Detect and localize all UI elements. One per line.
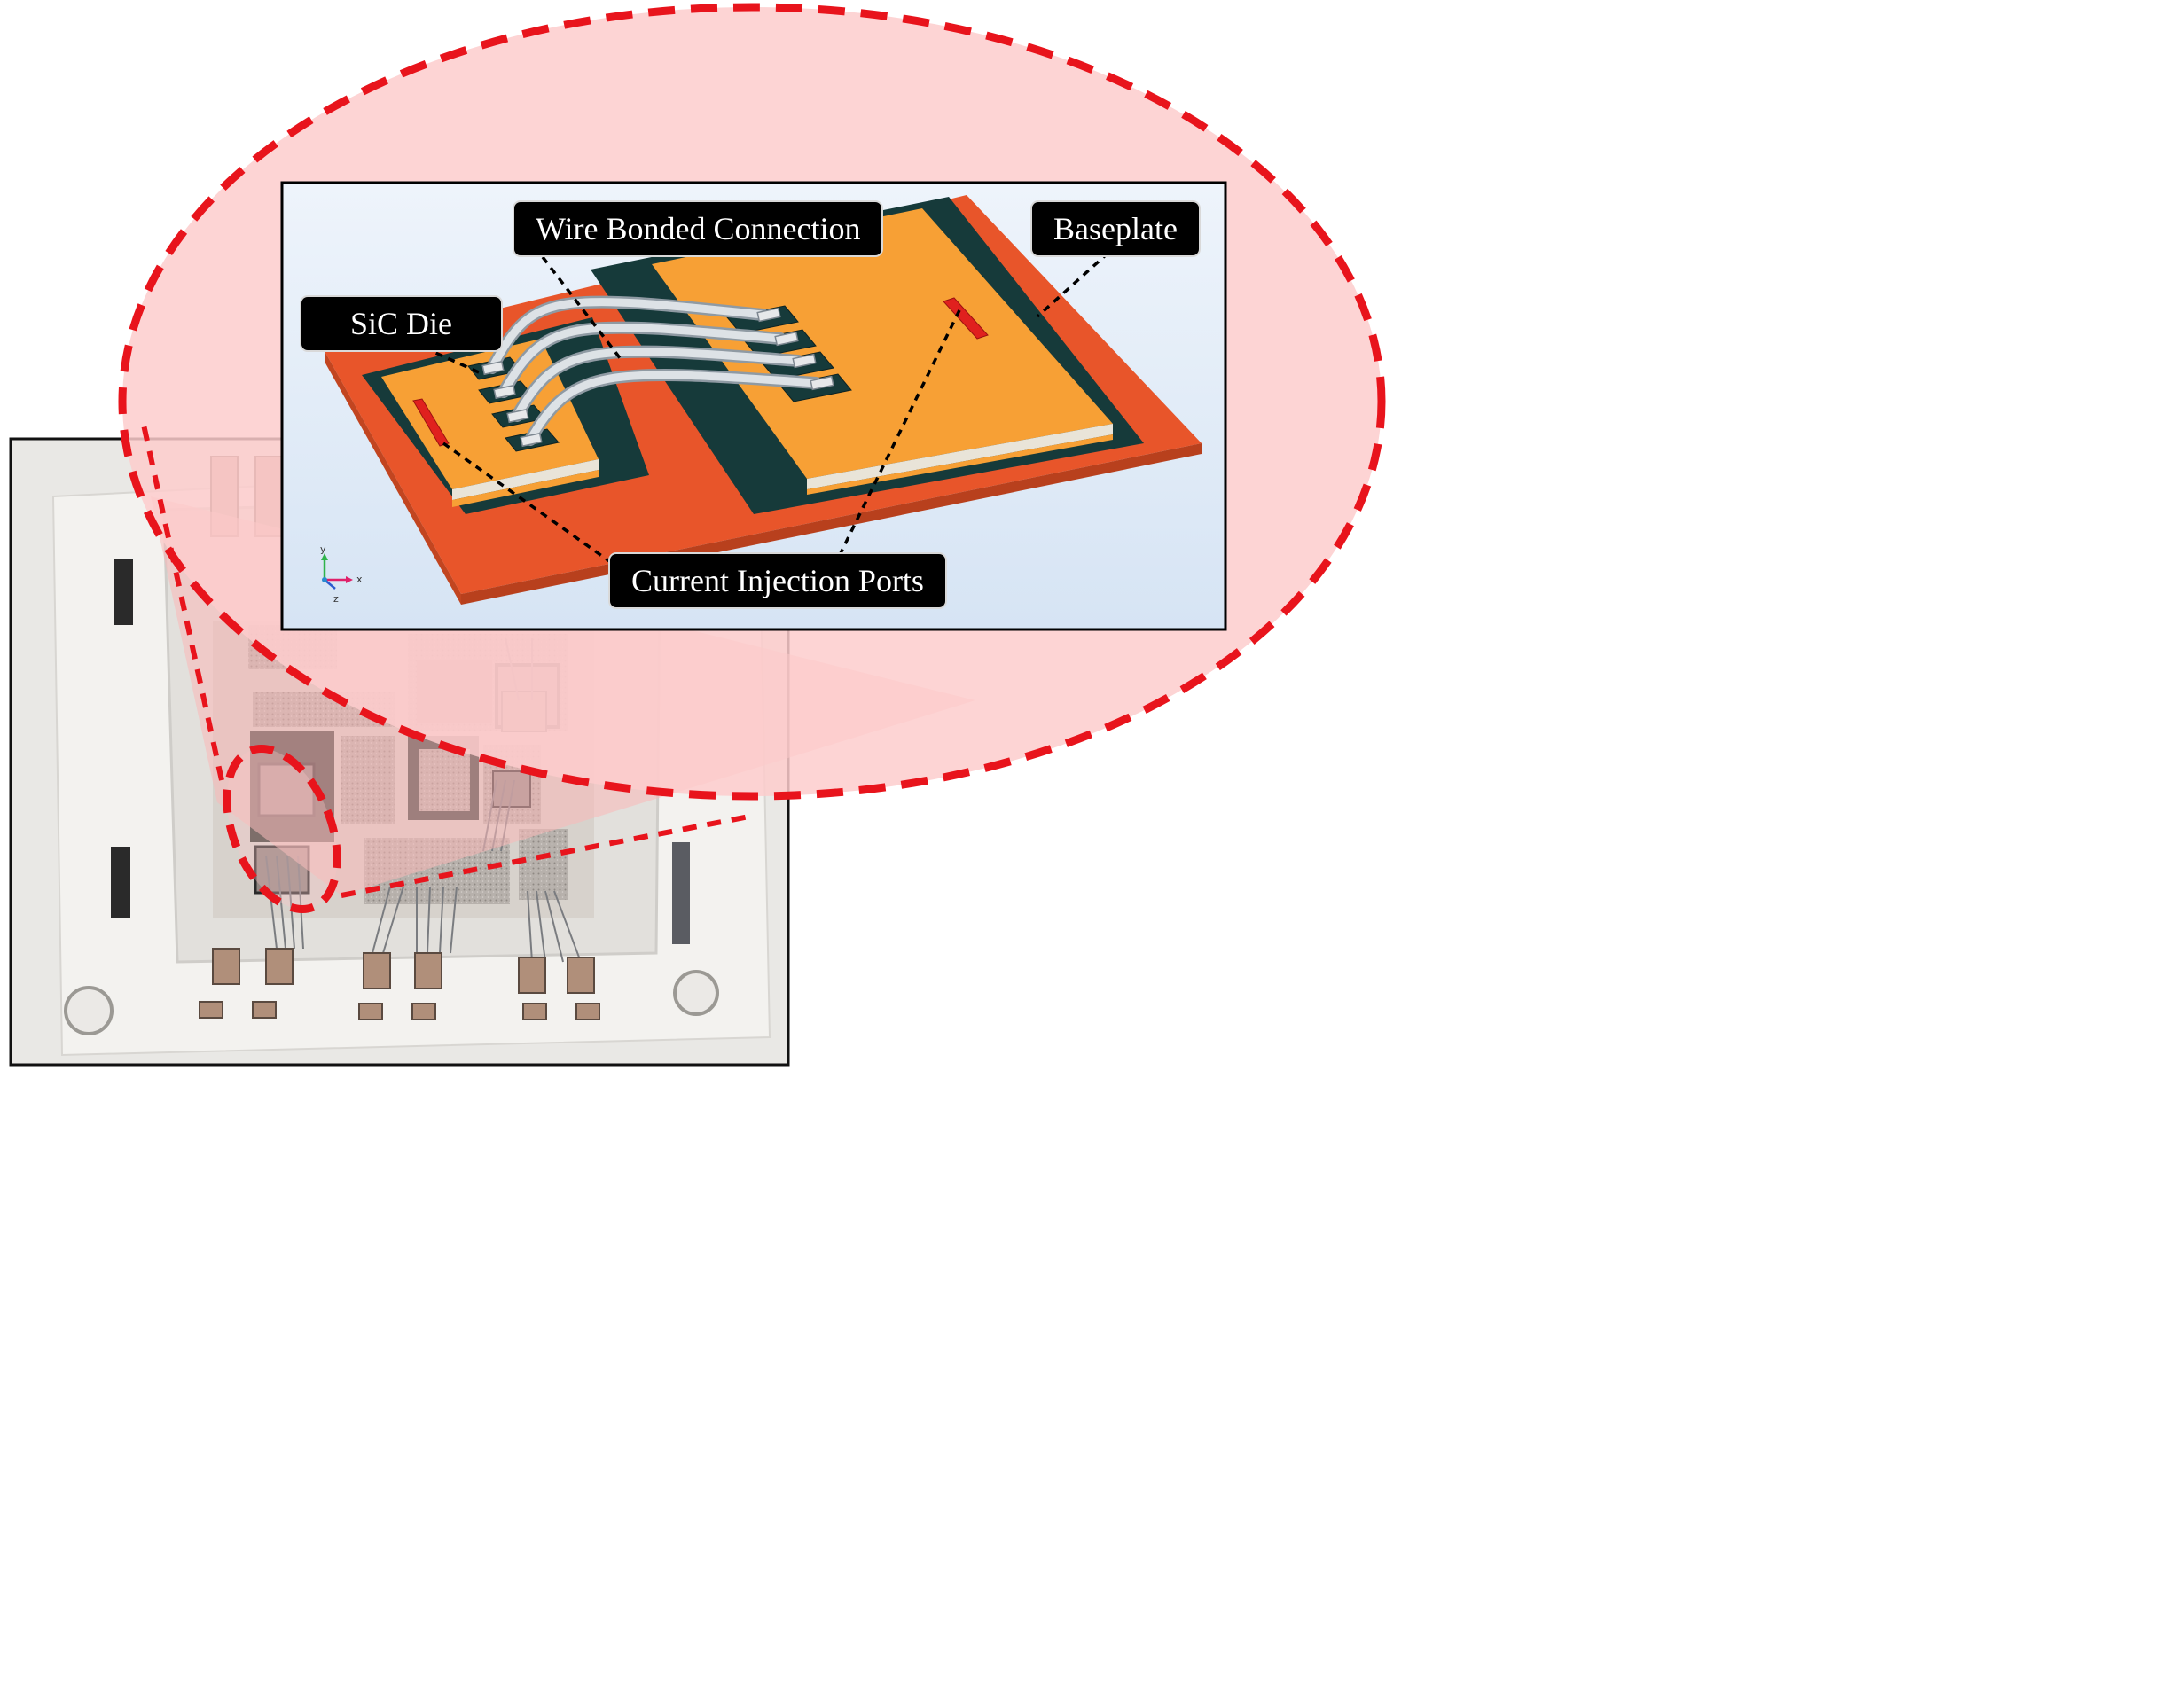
dbc-trace xyxy=(519,829,568,900)
leader-sic-die xyxy=(423,346,480,374)
mounting-hole xyxy=(673,970,719,1016)
label-baseplate: Baseplate xyxy=(1032,202,1199,255)
current-port-left xyxy=(412,398,450,447)
highlight-ellipse-small xyxy=(223,745,341,913)
figure: y x z Wire Bonded Connection Baseplate S… xyxy=(0,0,1390,1075)
highlight-connector xyxy=(139,416,224,781)
housing-slot xyxy=(111,847,130,918)
housing-slot xyxy=(672,842,690,944)
module-pins xyxy=(199,948,600,1020)
axis-label-z: z xyxy=(333,593,339,605)
leader-baseplate xyxy=(1036,251,1110,318)
axis-label-y: y xyxy=(320,543,326,555)
copper-pad-right xyxy=(652,208,1113,495)
housing-slot xyxy=(114,559,133,625)
mounting-hole xyxy=(64,986,114,1035)
highlight-connector xyxy=(341,813,755,898)
wire-bonds xyxy=(486,295,822,446)
leader-wire-bond xyxy=(541,255,622,361)
bond-feet xyxy=(481,307,834,448)
current-port-right xyxy=(943,297,989,340)
leader-lines xyxy=(423,251,1110,565)
label-current-injection-ports: Current Injection Ports xyxy=(610,554,945,607)
leader-port-right xyxy=(839,309,961,554)
render-panel: y x z xyxy=(280,181,1227,631)
label-sic-die: SiC Die xyxy=(301,297,501,350)
figure-canvas: y x z xyxy=(9,3,1386,1067)
axis-label-x: x xyxy=(356,574,363,585)
axis-triad-icon: y x z xyxy=(320,543,363,605)
label-wire-bonded-connection: Wire Bonded Connection xyxy=(514,202,882,255)
